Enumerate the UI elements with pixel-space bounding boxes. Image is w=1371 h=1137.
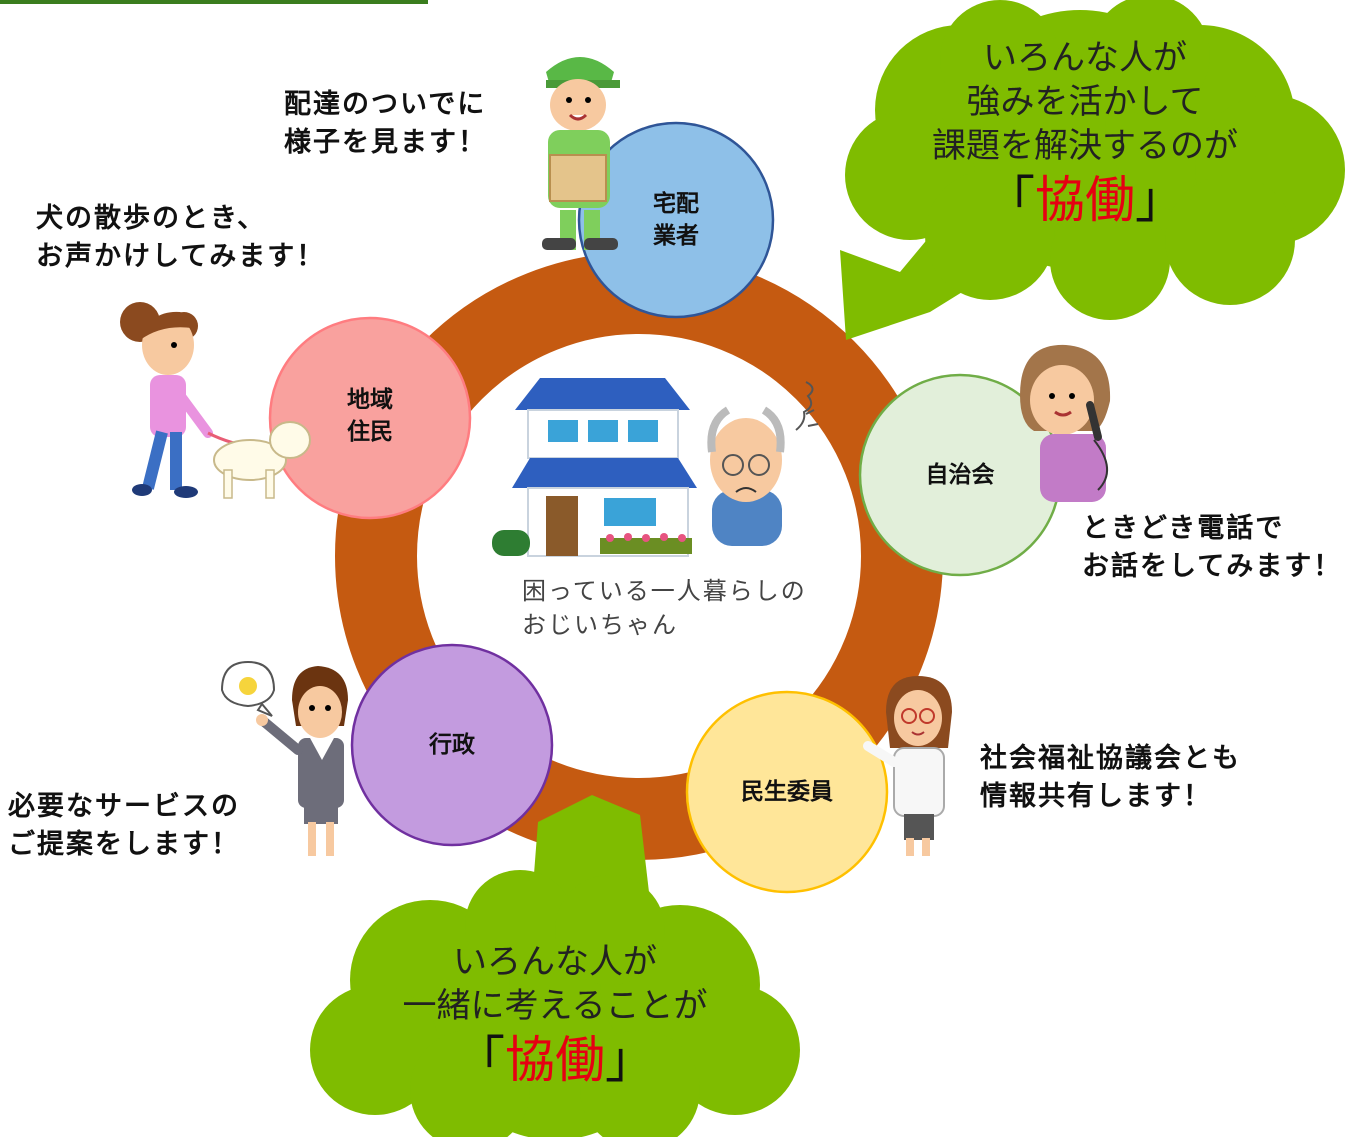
node-chiiki [268, 316, 472, 520]
cloud-bottom-text: いろんな人が 一緒に考えることが 「協働」 [355, 940, 755, 1092]
node-label-delivery: 宅配 業者 [653, 191, 699, 249]
cloud-bottom-line1: いろんな人が [453, 942, 657, 982]
cloud-top-open: 「 [985, 171, 1035, 229]
delivery-worker-illustration [542, 57, 620, 250]
center-caption: 困っている一人暮らしの おじいちゃん [522, 577, 807, 639]
cloud-bottom-word: 協働 [505, 1031, 605, 1089]
house-illustration [492, 378, 697, 557]
minsei-woman-illustration [863, 676, 952, 856]
cloud-bottom-close: 」 [605, 1031, 655, 1089]
node-label-gyosei: 行政 [429, 732, 475, 758]
header-rule [0, 0, 428, 4]
cloud-top [840, 0, 1345, 340]
cloud-bottom [310, 795, 800, 1137]
cloud-top-word: 協働 [1035, 171, 1135, 229]
cloud-bottom-open: 「 [455, 1031, 505, 1089]
cloud-top-close: 」 [1135, 171, 1185, 229]
cloud-bottom-line2: 一緒に考えることが [402, 986, 708, 1026]
cloud-bottom-kyodo: 「協働」 [355, 1028, 755, 1092]
cloud-top-line2: 強みを活かして [966, 82, 1204, 122]
speech-delivery: 配達のついでに 様子を見ます！ [284, 89, 487, 158]
node-label-jichikai: 自治会 [925, 462, 995, 488]
grandpa-illustration [707, 381, 819, 546]
node-delivery [577, 121, 775, 319]
speech-minsei: 社会福祉協議会とも 情報共有します！ [980, 743, 1241, 812]
cloud-top-text: いろんな人が 強みを活かして 課題を解決するのが 「協働」 [885, 36, 1285, 232]
gyosei-woman-illustration [220, 660, 348, 856]
phone-woman-illustration [1020, 344, 1111, 502]
cloud-top-line3: 課題を解決するのが [932, 126, 1238, 166]
dog-walker-illustration [120, 302, 311, 499]
cloud-top-kyodo: 「協働」 [885, 168, 1285, 232]
cloud-top-line1: いろんな人が [983, 38, 1187, 78]
speech-jichikai: ときどき電話で お話をしてみます！ [1082, 513, 1343, 582]
speech-gyosei: 必要なサービスの ご提案をします！ [8, 791, 240, 860]
node-minsei [685, 690, 889, 894]
node-label-minsei: 民生委員 [741, 779, 833, 805]
node-gyosei [350, 643, 554, 847]
speech-chiiki: 犬の散歩のとき、 お声かけしてみます！ [36, 203, 326, 272]
node-label-chiiki: 地域 住民 [347, 387, 393, 445]
